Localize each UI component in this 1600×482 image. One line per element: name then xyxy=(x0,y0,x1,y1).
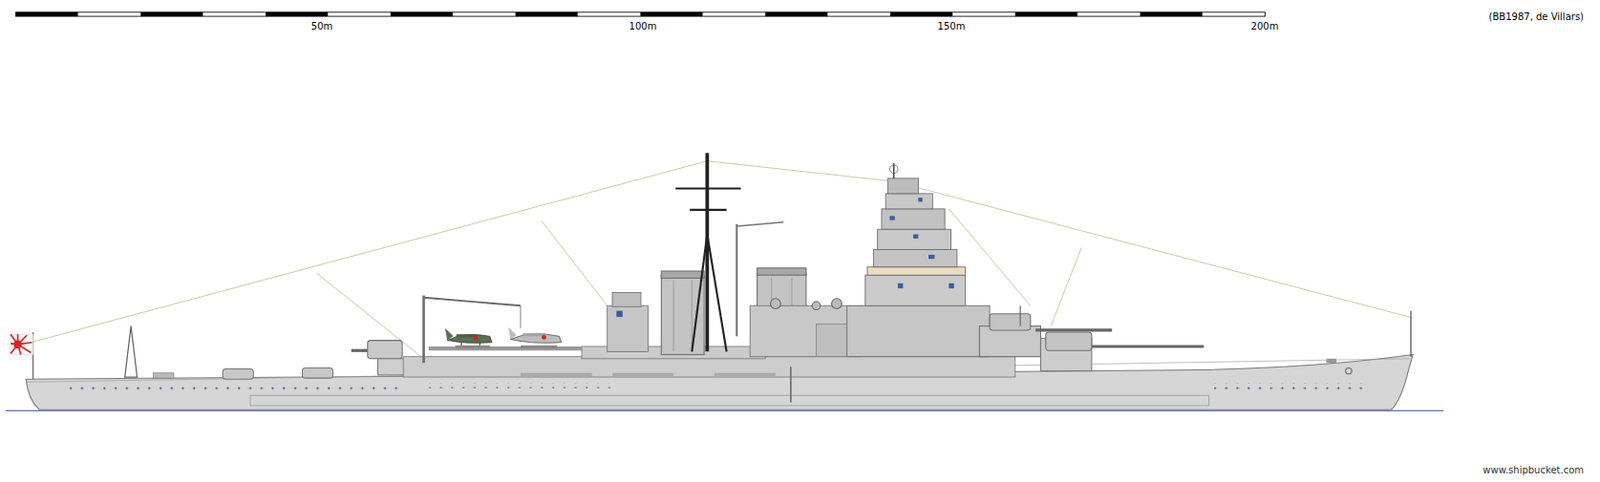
rigging xyxy=(30,161,1413,360)
ensign xyxy=(10,334,33,355)
mainmast xyxy=(675,152,741,352)
credit-note: (BB1987, de Villars) xyxy=(1489,11,1584,23)
scale-mark: 150m xyxy=(938,21,966,33)
scale-bar xyxy=(15,12,1265,17)
watermark: www.shipbucket.com xyxy=(1482,465,1584,477)
seaplane xyxy=(445,328,492,349)
scale-mark: 200m xyxy=(1251,21,1280,33)
armor-belt xyxy=(250,395,1210,406)
pagoda-mast xyxy=(847,163,990,358)
scale-mark: 50m xyxy=(311,21,333,33)
seaplane xyxy=(508,327,562,349)
main-turret xyxy=(367,341,403,360)
main-turret xyxy=(1045,332,1092,351)
hull xyxy=(25,355,1413,411)
scale-mark: 100m xyxy=(629,21,658,33)
main-turret xyxy=(989,314,1031,331)
waterline xyxy=(5,410,1444,412)
